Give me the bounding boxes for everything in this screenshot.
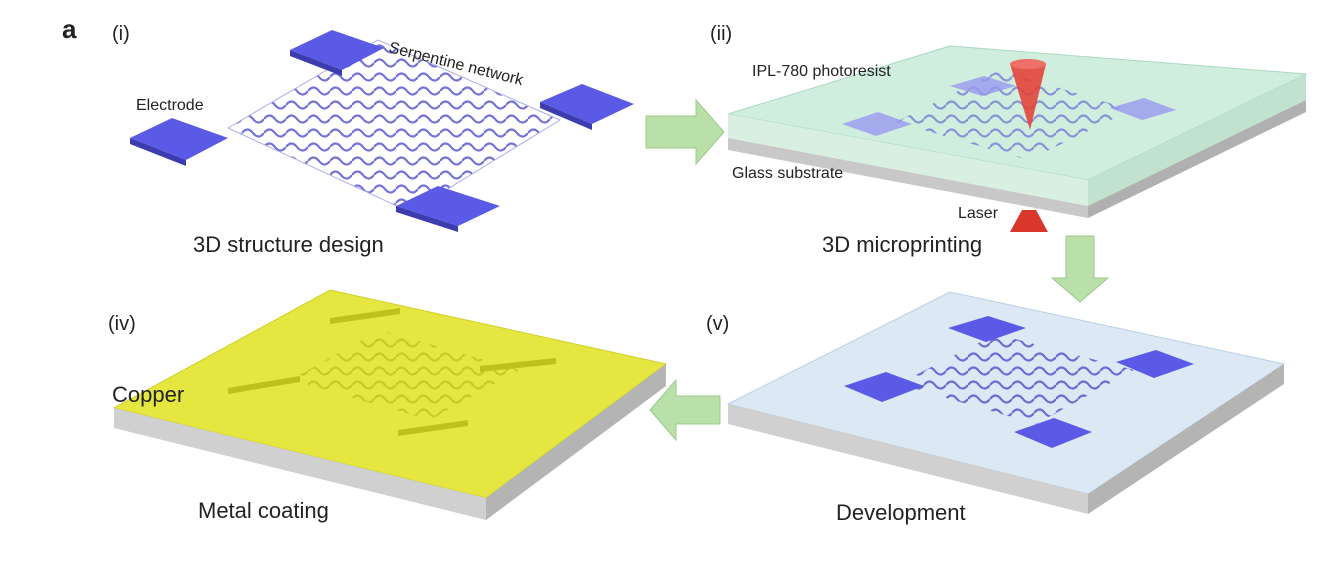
laser-label: Laser — [958, 205, 999, 222]
serpentine-network-design — [227, 39, 562, 213]
development-plate — [726, 291, 1286, 514]
panel-letter: a — [62, 14, 77, 44]
electrode-label: Electrode — [136, 97, 204, 114]
copper-coated-plate — [112, 289, 668, 520]
developed-electrodes — [844, 316, 1194, 448]
photoresist-on-glass — [727, 45, 1308, 218]
step-ii-label: (ii) — [710, 23, 732, 45]
arrow-down — [1050, 235, 1110, 303]
arrow-left — [649, 378, 721, 442]
glass-substrate-label: Glass substrate — [732, 165, 843, 182]
step-iv-caption: Metal coating — [198, 498, 329, 523]
step-i-label: (i) — [112, 23, 130, 45]
copper-label: Copper — [112, 382, 184, 407]
step-ii-caption: 3D microprinting — [822, 232, 982, 257]
arrow-right — [645, 98, 725, 166]
laser-beam — [1010, 59, 1048, 232]
step-v-caption: Development — [836, 500, 966, 525]
step-v-label: (v) — [706, 313, 729, 335]
step-iv-label: (iv) — [108, 313, 136, 335]
step-i-caption: 3D structure design — [193, 232, 384, 257]
photoresist-label: IPL-780 photoresist — [752, 63, 891, 80]
electrode-pads — [130, 30, 634, 232]
